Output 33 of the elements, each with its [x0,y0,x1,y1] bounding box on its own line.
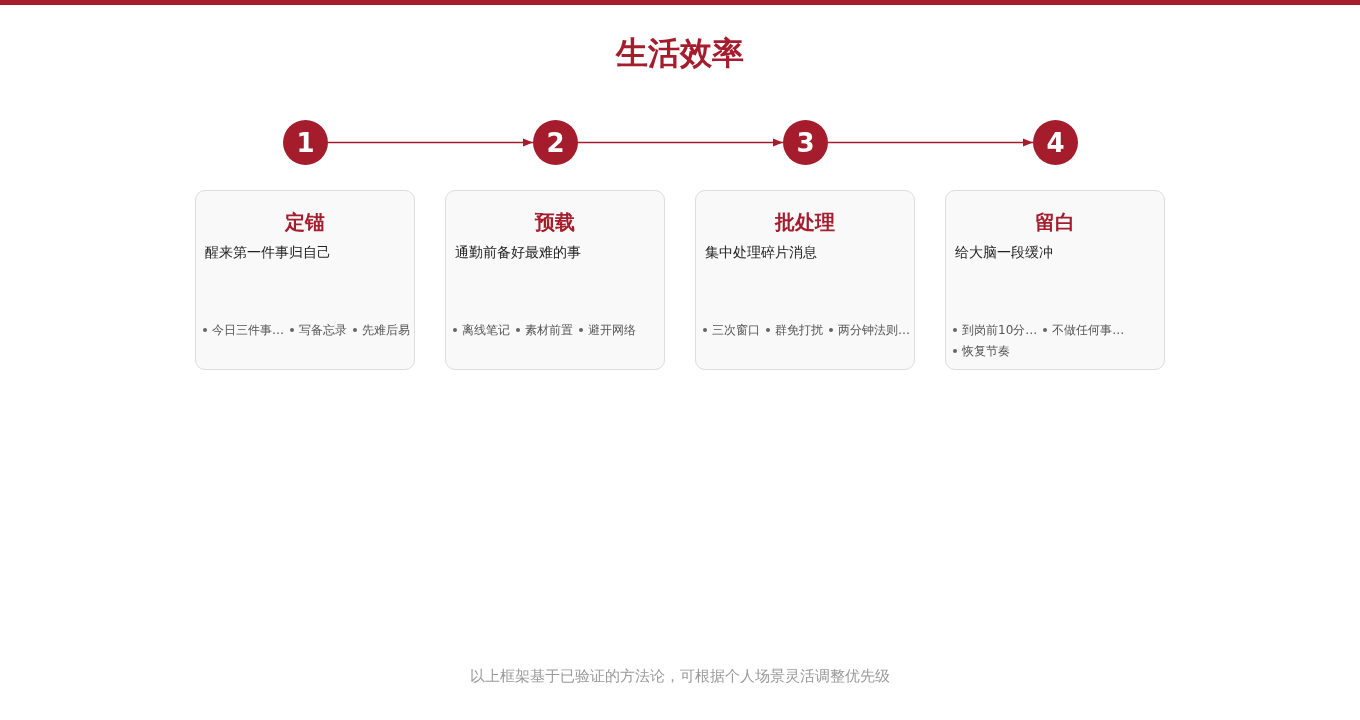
list-item: 恢复节奏 [962,343,1010,360]
step-card [695,190,915,370]
number-circle: 3 [783,120,828,165]
list-item: 群免打扰 [775,322,823,339]
card-subtitle: 给大脑一段缓冲 [955,243,1053,262]
card-title: 批处理 [775,209,835,235]
list-item: 先难后易 [362,322,410,339]
step-card [195,190,415,370]
number-circle: 1 [283,120,328,165]
card-title: 预载 [535,209,575,235]
footnote-text: 以上框架基于已验证的方法论，可根据个人场景灵活调整优先级 [470,666,890,687]
number-circle: 2 [533,120,578,165]
step-card [945,190,1165,370]
arrow [327,138,534,147]
list-item: 写备忘录 [299,322,347,339]
card-title: 定锚 [285,209,325,235]
card-subtitle: 集中处理碎片消息 [705,243,817,262]
list-item: 离线笔记 [462,322,510,339]
card-subtitle: 通勤前备好最难的事 [455,243,581,262]
step-card [445,190,665,370]
list-item: 到岗前10分… [962,322,1038,339]
list-item: 今日三件事… [212,322,284,339]
page-title: 生活效率 [616,33,744,74]
card-title: 留白 [1035,209,1075,235]
arrow [827,138,1034,147]
arrow [577,138,784,147]
list-item: 三次窗口 [712,322,760,339]
list-item: 避开网络 [588,322,636,339]
list-item: 两分钟法则… [838,322,910,339]
list-item: 不做任何事… [1052,322,1125,339]
card-subtitle: 醒来第一件事归自己 [205,243,331,262]
list-item: 素材前置 [525,322,573,339]
number-circle: 4 [1033,120,1078,165]
